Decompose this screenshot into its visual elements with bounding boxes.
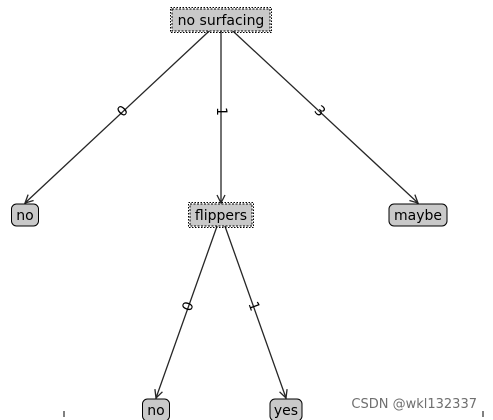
- node-label: no surfacing: [178, 13, 265, 29]
- edge-label: 0: [179, 300, 197, 314]
- leaf-node-leaf-no-2: no: [142, 398, 170, 420]
- watermark-text: CSDN @wkl132337: [351, 397, 477, 412]
- edge-flippers-to-leaf-yes: [220, 214, 286, 398]
- decision-node-root: no surfacing: [170, 7, 272, 33]
- edge-root-to-leaf-no-1: [25, 19, 222, 203]
- node-box: [171, 8, 271, 32]
- edge-label: 1: [213, 107, 229, 116]
- node-label: no: [16, 208, 33, 224]
- decision-node-flippers: flippers: [188, 202, 254, 228]
- axis-ticks: [63, 411, 484, 417]
- node-label: maybe: [394, 208, 442, 224]
- node-box: [11, 203, 39, 227]
- node-label: flippers: [195, 208, 247, 224]
- node-box: [388, 203, 448, 227]
- edge-flippers-to-leaf-no-2: [156, 214, 222, 398]
- leaf-node-leaf-maybe: maybe: [388, 203, 448, 227]
- tree-nodes: no surfacing no flippers maybe no yes: [11, 7, 448, 420]
- leaf-node-leaf-yes: yes: [269, 398, 303, 420]
- node-box: [269, 398, 303, 420]
- node-box: [142, 398, 170, 420]
- leaf-node-leaf-no-1: no: [11, 203, 39, 227]
- node-box: [189, 203, 253, 227]
- edge-label: 1: [244, 300, 262, 314]
- node-label: yes: [274, 403, 298, 419]
- node-label: no: [147, 403, 164, 419]
- edge-root-to-leaf-maybe: [220, 19, 418, 203]
